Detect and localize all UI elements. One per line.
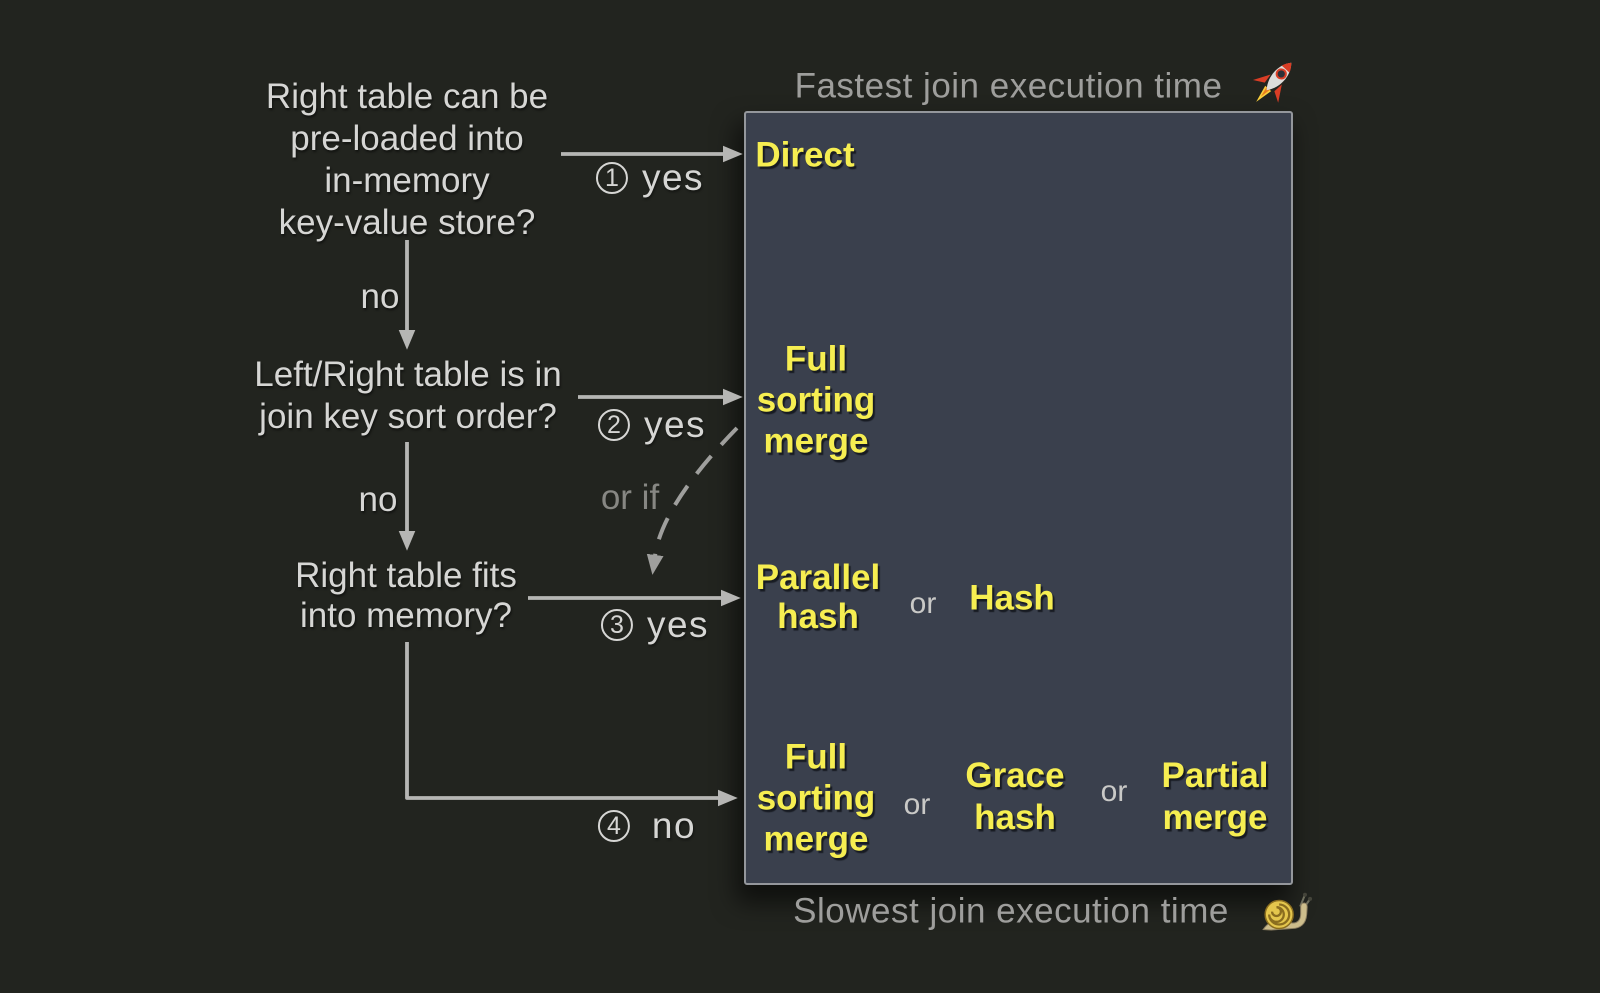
result-direct: Direct	[755, 135, 855, 175]
branch-answer-2: yes	[643, 404, 707, 445]
arrow-q3-no	[405, 642, 738, 807]
or-separator-3: or	[1100, 775, 1128, 808]
or-separator-2: or	[903, 788, 931, 821]
branch-answer-1: yes	[641, 157, 705, 198]
branch-answer-4: no	[651, 805, 697, 846]
branch-label-2: 2 yes	[597, 404, 707, 446]
question-2: Left/Right table is in join key sort ord…	[254, 355, 562, 436]
result-box	[744, 111, 1293, 885]
question-1: Right table can be pre-loaded into in-me…	[265, 77, 549, 242]
circled-number-3: 3	[600, 609, 633, 641]
or-separator-1: or	[909, 587, 937, 620]
result-partial-merge: Partial merge	[1161, 756, 1269, 837]
no-label-1: no	[360, 277, 400, 316]
circled-number-2: 2	[597, 409, 630, 441]
result-hash: Hash	[969, 578, 1055, 618]
circled-number-1: 1	[595, 162, 628, 194]
fastest-caption-text: Fastest join execution time	[794, 66, 1223, 105]
or-if-label: or if	[600, 478, 660, 517]
snail-icon	[1259, 888, 1313, 935]
slowest-caption: Slowest join execution time	[793, 888, 1313, 935]
slowest-caption-text: Slowest join execution time	[793, 891, 1229, 930]
result-full-sorting-merge-bottom: Full sorting merge	[756, 737, 876, 859]
result-full-sorting-merge-top: Full sorting merge	[756, 339, 876, 461]
no-label-2: no	[358, 480, 398, 519]
circled-number-4: 4	[597, 810, 630, 842]
question-3: Right table fits into memory?	[295, 556, 517, 635]
branch-label-3: 3 yes	[600, 604, 710, 646]
fastest-caption: Fastest join execution time	[795, 62, 1302, 111]
branch-label-4: 4 no	[597, 805, 697, 847]
result-grace-hash: Grace hash	[965, 756, 1065, 837]
result-parallel-hash: Parallel hash	[755, 558, 881, 636]
arrow-or-if-dashed	[646, 426, 739, 575]
rocket-icon	[1245, 55, 1301, 111]
branch-answer-3: yes	[646, 604, 710, 645]
branch-label-1: 1 yes	[595, 157, 705, 199]
